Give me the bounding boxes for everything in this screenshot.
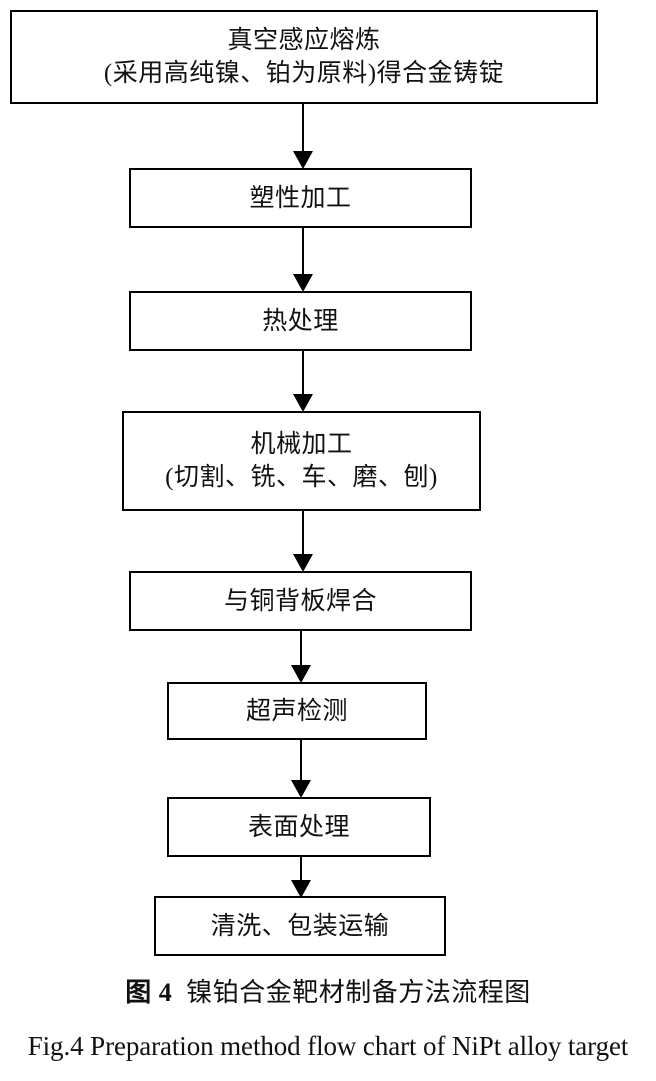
flow-node-packaging-line1: 清洗、包装运输 <box>210 912 390 940</box>
arrow-shaft <box>302 227 304 275</box>
flow-node-machining-line2: (切割、铣、车、磨、刨) <box>165 464 438 491</box>
flow-node-melting-line2: (采用高纯镍、铂为原料)得合金铸锭 <box>103 60 505 87</box>
arrow-head-icon <box>293 151 313 169</box>
flow-node-heat-treatment[interactable]: 热处理 <box>129 291 472 351</box>
arrow-shaft <box>300 630 302 666</box>
flow-node-melting-line1: 真空感应熔炼 <box>227 27 381 54</box>
flow-arrow-machining-to-welding <box>291 510 315 572</box>
flow-node-cleaning-packaging-transport[interactable]: 清洗、包装运输 <box>154 896 446 956</box>
figure-number-label: 图 4 <box>125 978 173 1007</box>
flow-node-plastic-working[interactable]: 塑性加工 <box>129 168 472 228</box>
arrow-shaft <box>302 510 304 555</box>
flow-arrow-ultrasonic-testing-to-surface-treatment <box>289 739 313 798</box>
arrow-shaft <box>302 103 304 152</box>
arrow-head-icon <box>291 780 311 798</box>
arrow-head-icon <box>291 665 311 683</box>
flow-arrow-melting-to-plastic-working <box>291 103 315 169</box>
flow-node-ultrasonic-testing[interactable]: 超声检测 <box>167 682 427 740</box>
flow-node-surface-treatment[interactable]: 表面处理 <box>167 797 431 857</box>
flow-arrow-heat-treatment-to-machining <box>291 350 315 412</box>
arrow-shaft <box>300 856 302 881</box>
arrow-head-icon <box>293 554 313 572</box>
flow-node-heat-treatment-line1: 热处理 <box>262 307 339 335</box>
arrow-head-icon <box>293 394 313 412</box>
figure-caption-chinese-text: 镍铂合金靶材制备方法流程图 <box>186 978 531 1007</box>
arrow-head-icon <box>291 880 311 898</box>
flow-arrow-welding-to-ultrasonic-testing <box>289 630 313 683</box>
flow-node-surface-treatment-line1: 表面处理 <box>247 813 350 841</box>
flow-node-plastic-working-line1: 塑性加工 <box>249 184 352 212</box>
flow-node-machining-line1: 机械加工 <box>250 431 353 458</box>
flow-node-ultrasonic-testing-line1: 超声检测 <box>245 697 348 725</box>
arrow-shaft <box>300 739 302 781</box>
arrow-shaft <box>302 350 304 395</box>
flow-node-machining[interactable]: 机械加工 (切割、铣、车、磨、刨) <box>122 411 481 511</box>
flow-node-melting[interactable]: 真空感应熔炼 (采用高纯镍、铂为原料)得合金铸锭 <box>10 10 598 104</box>
flow-node-welding-to-copper-backplate[interactable]: 与铜背板焊合 <box>129 571 472 631</box>
flow-arrow-surface-treatment-to-packaging <box>289 856 313 898</box>
flow-node-welding-line1: 与铜背板焊合 <box>223 587 377 615</box>
arrow-head-icon <box>293 274 313 292</box>
flow-arrow-plastic-working-to-heat-treatment <box>291 227 315 292</box>
figure-caption-english: Fig.4 Preparation method flow chart of N… <box>27 1031 629 1061</box>
figure-caption-chinese: 图 4 镍铂合金靶材制备方法流程图 <box>0 972 656 1009</box>
